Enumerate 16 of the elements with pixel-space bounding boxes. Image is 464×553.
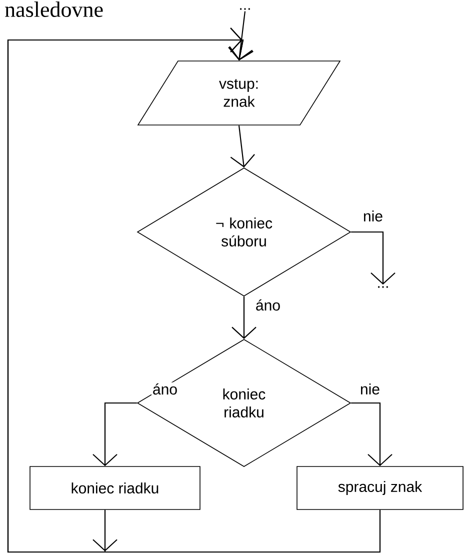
arrow bbox=[228, 11, 253, 60]
edge-label: nie bbox=[359, 382, 381, 396]
process-box: koniec riadku bbox=[30, 466, 200, 510]
arrow bbox=[7, 28, 381, 553]
edge-label: áno bbox=[151, 382, 179, 396]
process-box: spracuj znak bbox=[296, 466, 464, 510]
arrow bbox=[232, 296, 256, 339]
arrow bbox=[230, 125, 255, 168]
arrow bbox=[351, 231, 396, 285]
edge-label: nie bbox=[362, 209, 384, 222]
heading-text: nasledovne bbox=[5, 2, 103, 18]
edge-label: áno bbox=[254, 298, 282, 312]
ellipsis-text: ... bbox=[378, 286, 388, 288]
arrow bbox=[92, 402, 137, 466]
ellipsis-text: ... bbox=[240, 8, 250, 10]
arrow bbox=[351, 402, 392, 466]
